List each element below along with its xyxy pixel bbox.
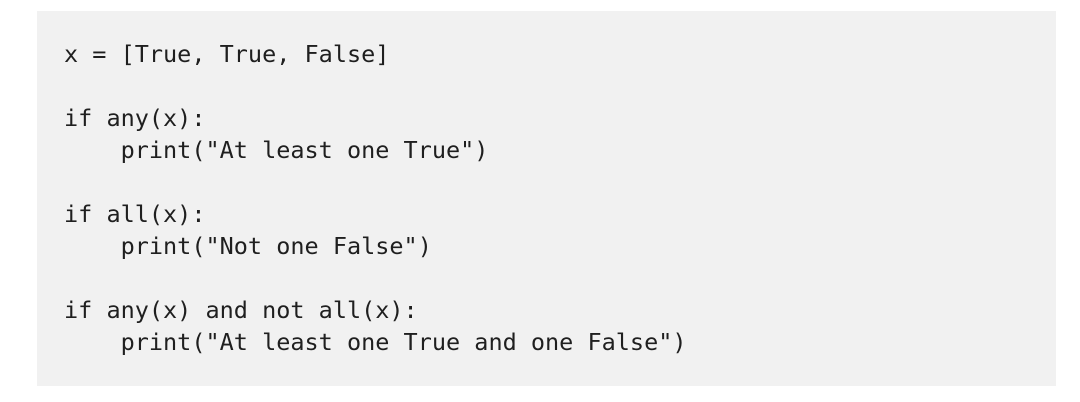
code-line: x = [True, True, False]: [64, 40, 390, 68]
code-line-blank: [64, 70, 1056, 102]
code-line: if any(x):: [64, 104, 206, 132]
code-block: x = [True, True, False] if any(x): print…: [37, 11, 1056, 386]
code-line: print("At least one True"): [64, 136, 489, 164]
code-line-blank: [64, 166, 1056, 198]
code-line-list: x = [True, True, False] if any(x): print…: [64, 38, 1056, 358]
code-line: if any(x) and not all(x):: [64, 296, 418, 324]
code-line: print("At least one True and one False"): [64, 328, 687, 356]
code-line: if all(x):: [64, 200, 206, 228]
code-line: print("Not one False"): [64, 232, 432, 260]
code-line-blank: [64, 262, 1056, 294]
